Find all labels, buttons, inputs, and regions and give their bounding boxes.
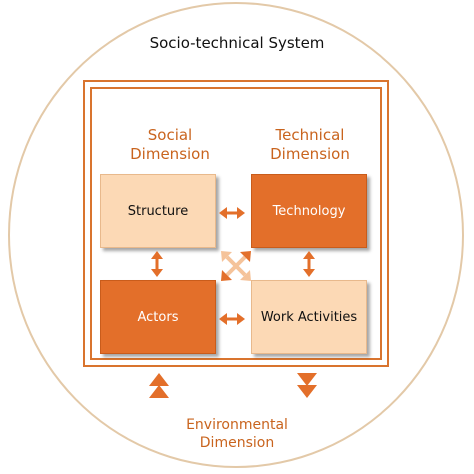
work-activities-box: Work Activities xyxy=(251,280,367,354)
environmental-dimension-text: Environmental Dimension xyxy=(186,417,288,451)
environment-input-arrow xyxy=(149,373,169,398)
diagonal-cross-arrows xyxy=(221,251,251,281)
technical-dimension-label: Technical Dimension xyxy=(240,126,380,164)
social-dimension-text: Social Dimension xyxy=(130,126,210,163)
structure-box: Structure xyxy=(100,174,216,248)
system-title: Socio-technical System xyxy=(149,34,325,52)
work-activities-label: Work Activities xyxy=(260,309,358,325)
actors-box: Actors xyxy=(100,280,216,354)
environment-circle xyxy=(8,2,464,468)
technology-label: Technology xyxy=(272,203,346,219)
technology-work-arrow xyxy=(303,251,315,277)
actors-label: Actors xyxy=(137,309,179,325)
environmental-dimension-label: Environmental Dimension xyxy=(137,416,337,452)
structure-technology-arrow xyxy=(219,207,245,219)
system-frame-inner xyxy=(90,87,382,360)
actors-work-arrow xyxy=(219,313,245,325)
structure-label: Structure xyxy=(127,203,189,219)
technical-dimension-text: Technical Dimension xyxy=(270,126,350,163)
system-frame-outer xyxy=(83,80,389,367)
social-dimension-label: Social Dimension xyxy=(100,126,240,164)
environment-output-arrow xyxy=(297,373,317,398)
structure-actors-arrow xyxy=(151,251,163,277)
technology-box: Technology xyxy=(251,174,367,248)
